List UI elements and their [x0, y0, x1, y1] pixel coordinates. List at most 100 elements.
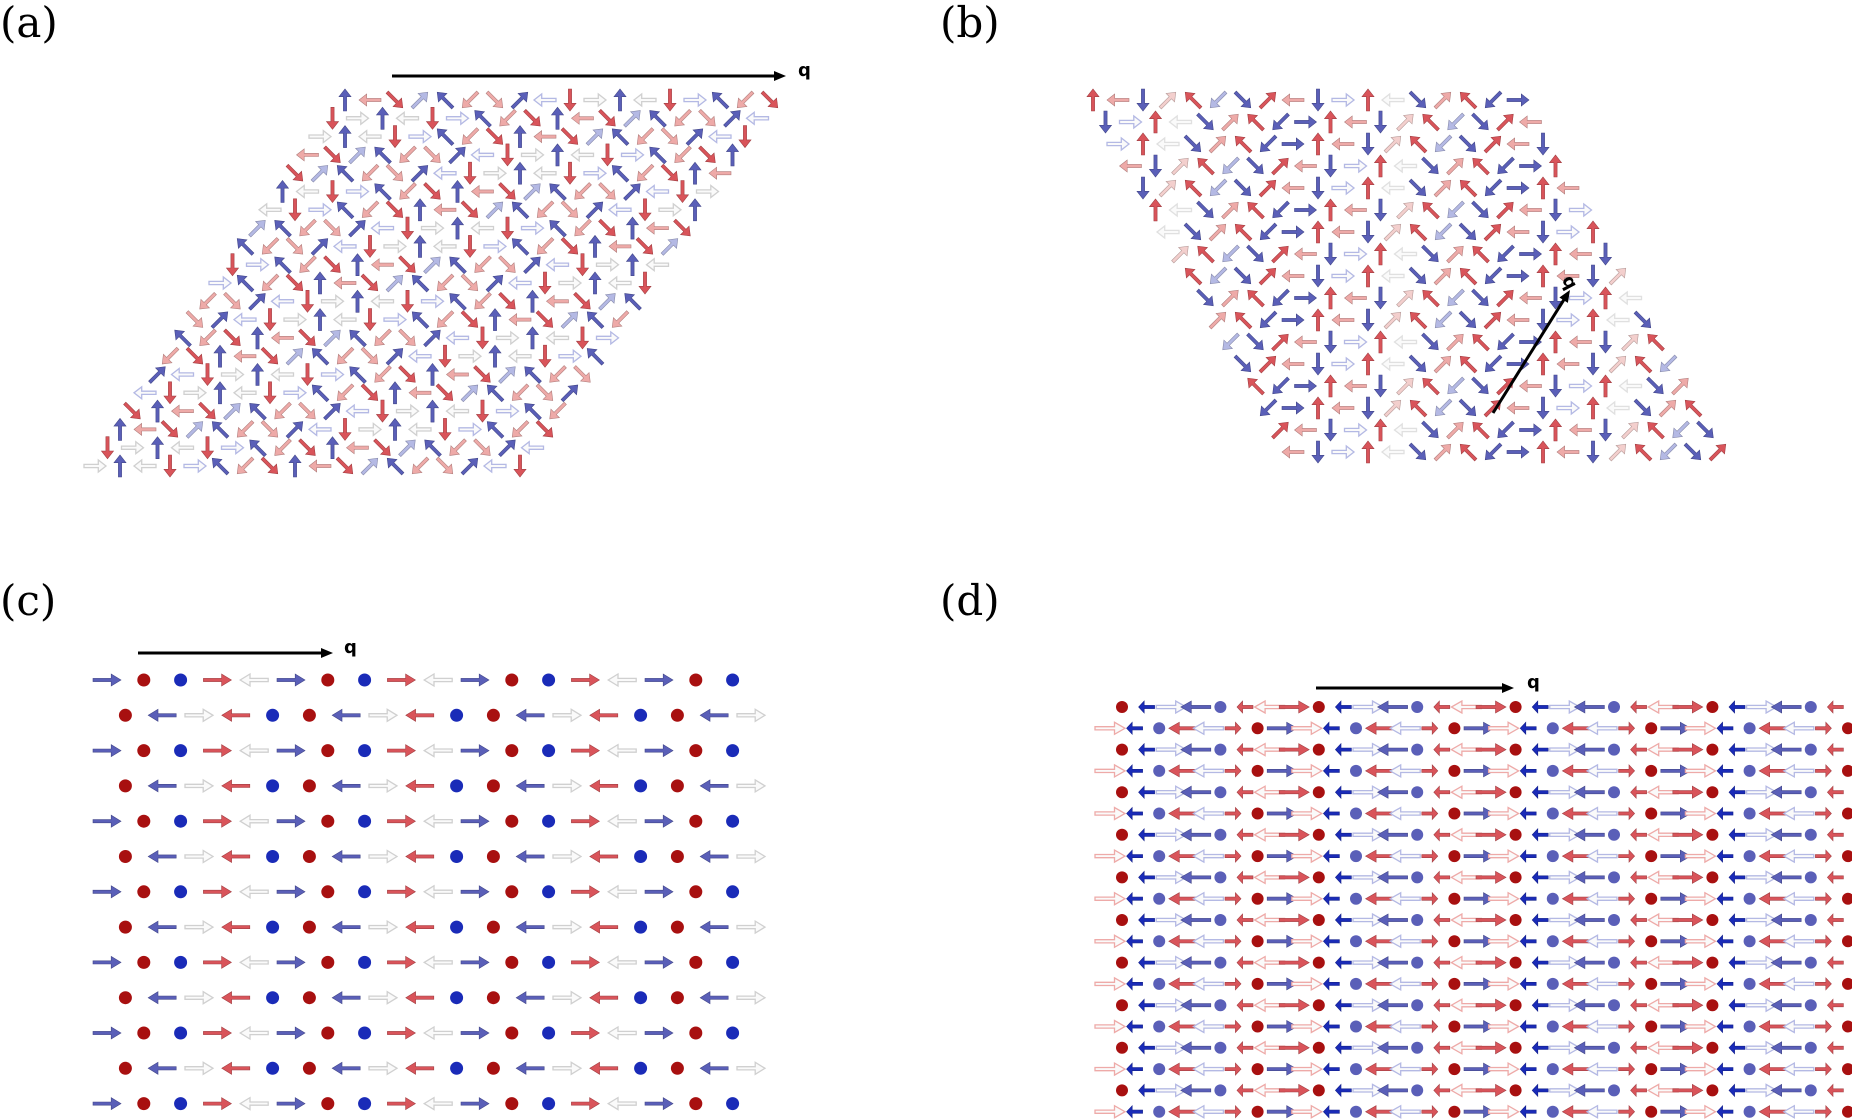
spin-arrow-icon — [405, 920, 435, 934]
spin-dot-icon — [1509, 871, 1522, 884]
spin-arrow-icon — [699, 779, 729, 793]
spin-arrow-icon — [563, 88, 577, 112]
spin-arrow-icon — [1331, 225, 1355, 239]
spin-arrow-icon — [1728, 700, 1746, 714]
spin-arrow-icon — [1433, 870, 1451, 885]
spin-arrow-icon — [1361, 440, 1375, 464]
spin-dot-icon — [1645, 850, 1658, 863]
spin-arrow-icon — [1433, 742, 1451, 757]
spin-arrow-icon — [274, 401, 292, 420]
spin-arrow-icon — [1684, 721, 1717, 736]
spin-lattice-d — [1094, 699, 1852, 1119]
spin-arrow-icon — [1684, 763, 1717, 779]
spin-dot-icon — [1743, 1020, 1756, 1033]
spin-arrow-icon — [1352, 998, 1385, 1013]
spin-arrow-icon — [570, 147, 595, 163]
spin-arrow-icon — [1672, 828, 1704, 842]
spin-dot-icon — [1251, 892, 1264, 905]
spin-arrow-icon — [1549, 699, 1582, 715]
spin-arrow-icon — [1458, 398, 1477, 417]
spin-arrow-icon — [398, 439, 416, 458]
spin-arrow-icon — [361, 200, 380, 218]
spin-dot-icon — [1214, 914, 1227, 926]
spin-arrow-icon — [636, 127, 655, 145]
spin-arrow-icon — [422, 672, 453, 688]
spin-arrow-icon — [552, 849, 583, 864]
spin-arrow-icon — [1463, 849, 1495, 863]
spin-arrow-icon — [1155, 742, 1188, 757]
spin-arrow-icon — [1421, 244, 1439, 263]
spin-arrow-icon — [1716, 764, 1734, 778]
spin-arrow-icon — [1196, 200, 1214, 219]
spin-arrow-icon — [323, 145, 341, 164]
spin-arrow-icon — [1519, 115, 1542, 129]
spin-arrow-icon — [203, 955, 232, 969]
spin-arrow-icon — [552, 778, 583, 794]
spin-arrow-icon — [410, 165, 429, 183]
spin-arrow-icon — [1519, 891, 1537, 906]
spin-arrow-icon — [1471, 112, 1489, 131]
spin-arrow-icon — [1421, 764, 1439, 778]
spin-dot-icon — [1608, 828, 1620, 841]
spin-arrow-icon — [257, 202, 282, 218]
spin-arrow-icon — [549, 401, 567, 420]
spin-arrow-icon — [485, 274, 504, 293]
spin-arrow-icon — [546, 294, 569, 308]
spin-dot-icon — [174, 1026, 188, 1040]
spin-arrow-icon — [1383, 399, 1402, 418]
spin-arrow-icon — [1684, 1019, 1717, 1034]
spin-arrow-icon — [405, 1061, 435, 1075]
spin-arrow-icon — [1180, 1041, 1212, 1055]
spin-arrow-icon — [1236, 785, 1254, 799]
spin-dot-icon — [1706, 786, 1719, 799]
spin-arrow-icon — [1361, 264, 1375, 288]
spin-arrow-icon — [1126, 806, 1143, 821]
spin-arrow-icon — [1660, 849, 1692, 863]
spin-arrow-icon — [299, 218, 317, 237]
spin-arrow-icon — [1618, 1104, 1636, 1119]
spin-arrow-icon — [283, 312, 308, 327]
spin-arrow-icon — [1716, 1019, 1734, 1034]
spin-arrow-icon — [1519, 247, 1542, 261]
spin-arrow-icon — [460, 1097, 490, 1111]
spin-arrow-icon — [563, 161, 577, 185]
spin-arrow-icon — [1278, 700, 1310, 714]
spin-arrow-icon — [1126, 1104, 1143, 1119]
spin-arrow-icon — [645, 257, 670, 273]
spin-arrow-icon — [368, 990, 399, 1005]
spin-arrow-icon — [495, 403, 520, 419]
spin-arrow-icon — [571, 111, 594, 125]
spin-arrow-icon — [723, 110, 741, 128]
spin-arrow-icon — [1531, 785, 1549, 799]
spin-dot-icon — [1509, 828, 1522, 841]
spin-arrow-icon — [738, 125, 752, 149]
spin-dot-icon — [1546, 935, 1559, 948]
spin-arrow-icon — [523, 183, 541, 201]
spin-arrow-icon — [688, 161, 702, 185]
spin-arrow-icon — [307, 422, 332, 437]
spin-arrow-icon — [606, 743, 637, 758]
spin-arrow-icon — [363, 235, 377, 258]
spin-arrow-icon — [520, 220, 545, 236]
spin-dot-icon — [1546, 892, 1559, 905]
spin-dot-icon — [1251, 850, 1264, 863]
spin-dot-icon — [1804, 999, 1817, 1012]
spin-arrow-icon — [1487, 848, 1520, 864]
spin-arrow-icon — [536, 200, 555, 218]
spin-dot-icon — [689, 744, 703, 758]
spin-arrow-icon — [368, 778, 399, 794]
spin-dot-icon — [1411, 828, 1424, 841]
spin-dot-icon — [1448, 1105, 1461, 1118]
spin-dot-icon — [1312, 956, 1325, 969]
spin-arrow-icon — [213, 344, 227, 368]
spin-arrow-icon — [1659, 354, 1678, 373]
spin-arrow-icon — [1396, 289, 1414, 308]
spin-arrow-icon — [298, 328, 316, 347]
spin-arrow-icon — [148, 366, 166, 384]
spin-arrow-icon — [100, 436, 115, 460]
spin-dot-icon — [1706, 914, 1719, 926]
spin-dot-icon — [174, 673, 188, 687]
spin-arrow-icon — [422, 743, 453, 758]
spin-arrow-icon — [536, 237, 555, 255]
spin-arrow-icon — [313, 308, 327, 331]
